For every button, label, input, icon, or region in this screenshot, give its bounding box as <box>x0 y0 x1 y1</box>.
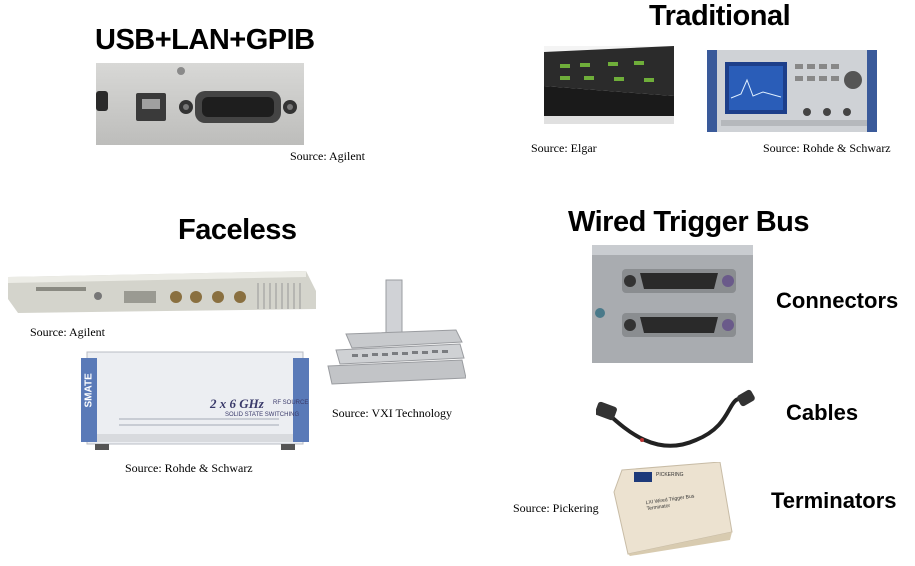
terminator-photo: PICKERING LXI Wired Trigger Bus Terminat… <box>612 462 734 556</box>
traditional-title: Traditional <box>649 0 791 32</box>
vxi-technology-source: Source: VXI Technology <box>332 406 453 420</box>
trigger-connectors-photo <box>592 245 753 363</box>
connectors-label: Connectors <box>776 288 899 313</box>
trigger-cable-photo <box>596 370 756 460</box>
pickering-source: Source: Pickering <box>513 501 599 515</box>
rohde-schwarz-traditional-source: Source: Rohde & Schwarz <box>763 141 891 155</box>
vxi-stacked-units-photo <box>326 278 466 386</box>
elgar-source: Source: Elgar <box>531 141 597 155</box>
faceless-title: Faceless <box>178 214 297 246</box>
usb-lan-gpib-source: Source: Agilent <box>290 149 365 163</box>
usb-lan-gpib-title: USB+LAN+GPIB <box>95 24 315 56</box>
usb-lan-gpib-ports-photo <box>96 63 304 145</box>
rohde-schwarz-analyzer-photo <box>707 50 877 132</box>
agilent-faceless-source: Source: Agilent <box>30 325 105 339</box>
agilent-rack-unit-photo <box>6 269 316 315</box>
wired-trigger-bus-title: Wired Trigger Bus <box>568 206 810 238</box>
terminators-label: Terminators <box>771 488 897 513</box>
terminator-brand-text: PICKERING <box>656 472 684 478</box>
switch-box-sub2-text: SOLID STATE SWITCHING <box>225 412 300 418</box>
switch-box-brand-mark: SMATE <box>83 373 95 408</box>
elgar-instrument-photo <box>544 46 674 124</box>
switch-box-sub1-text: RF SOURCE <box>273 400 309 406</box>
switch-box-model-text: 2 x 6 GHz <box>210 396 264 411</box>
rohde-schwarz-faceless-source: Source: Rohde & Schwarz <box>125 461 253 475</box>
cables-label: Cables <box>786 400 859 425</box>
rohde-schwarz-switch-box-photo: SMATE 2 x 6 GHz RF SOURCE SOLID STATE SW… <box>79 348 311 452</box>
